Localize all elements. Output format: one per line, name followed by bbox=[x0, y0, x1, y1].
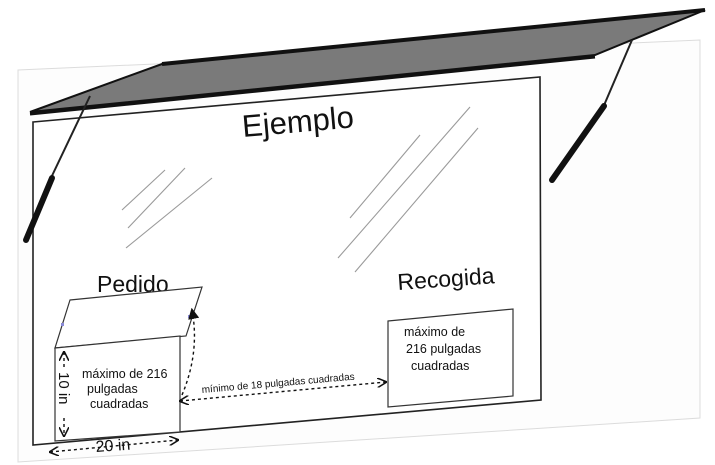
flap-open-arrow bbox=[181, 307, 200, 396]
recogida-opening bbox=[387, 308, 514, 408]
awning-strut-right bbox=[549, 39, 633, 183]
awning-front-edge bbox=[29, 55, 596, 116]
glass-reflections bbox=[121, 106, 479, 273]
recogida-box-text: máximo de 216 pulgadas cuadradas bbox=[404, 325, 485, 373]
awning-edge bbox=[161, 8, 706, 66]
pedido-box-text: máximo de 216 pulgadas cuadradas bbox=[82, 367, 171, 411]
width-label: 20 in bbox=[95, 437, 131, 456]
height-label: 10 in bbox=[55, 372, 72, 405]
gap-dimension-line bbox=[180, 382, 386, 401]
awning-strut-left bbox=[23, 95, 91, 243]
pedido-flap bbox=[54, 286, 203, 349]
pedido-opening bbox=[54, 335, 181, 442]
